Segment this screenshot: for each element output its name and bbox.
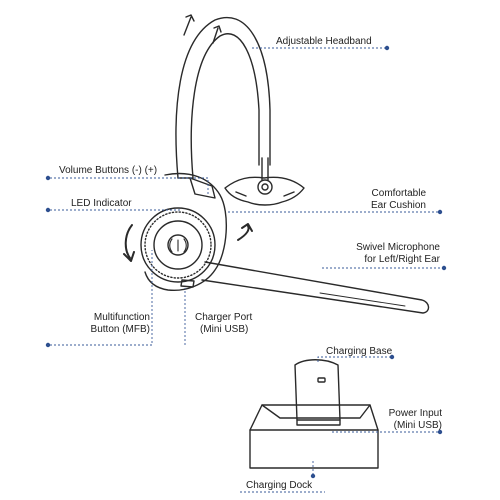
label-comfortable: Comfortable	[371, 188, 426, 199]
label-adjustable-headband: Adjustable Headband	[276, 36, 372, 47]
label-charging-dock: Charging Dock	[246, 480, 313, 491]
adjust-arrow-icon	[183, 14, 222, 44]
label-mini-usb-charger: (Mini USB)	[200, 324, 249, 335]
label-swivel-microphone: Swivel Microphone	[356, 242, 440, 253]
mfb-icon	[169, 238, 187, 253]
label-charger-port: Charger Port	[195, 312, 253, 323]
label-led-indicator: LED Indicator	[71, 198, 132, 209]
leader-lines	[50, 47, 442, 493]
rotate-arrow-icon	[123, 223, 253, 262]
charging-base	[294, 359, 341, 426]
ear-piece	[140, 172, 228, 292]
pivot-stem	[261, 157, 269, 181]
ear-cushion	[224, 176, 305, 206]
label-button-mfb: Button (MFB)	[90, 324, 150, 335]
label-power-input: Power Input	[388, 408, 442, 419]
label-for-left-right-ear: for Left/Right Ear	[364, 254, 440, 265]
label-volume-buttons: Volume Buttons (-) (+)	[59, 165, 158, 176]
headband	[175, 16, 271, 179]
leader-dots	[45, 45, 447, 479]
label-charging-base: Charging Base	[326, 346, 393, 357]
label-multifunction: Multifunction	[93, 312, 150, 323]
charging-dock	[249, 404, 379, 469]
label-ear-cushion: Ear Cushion	[370, 200, 426, 211]
microphone-boom	[201, 261, 430, 314]
charger-port	[180, 279, 195, 288]
label-mini-usb-power: (Mini USB)	[393, 420, 442, 431]
